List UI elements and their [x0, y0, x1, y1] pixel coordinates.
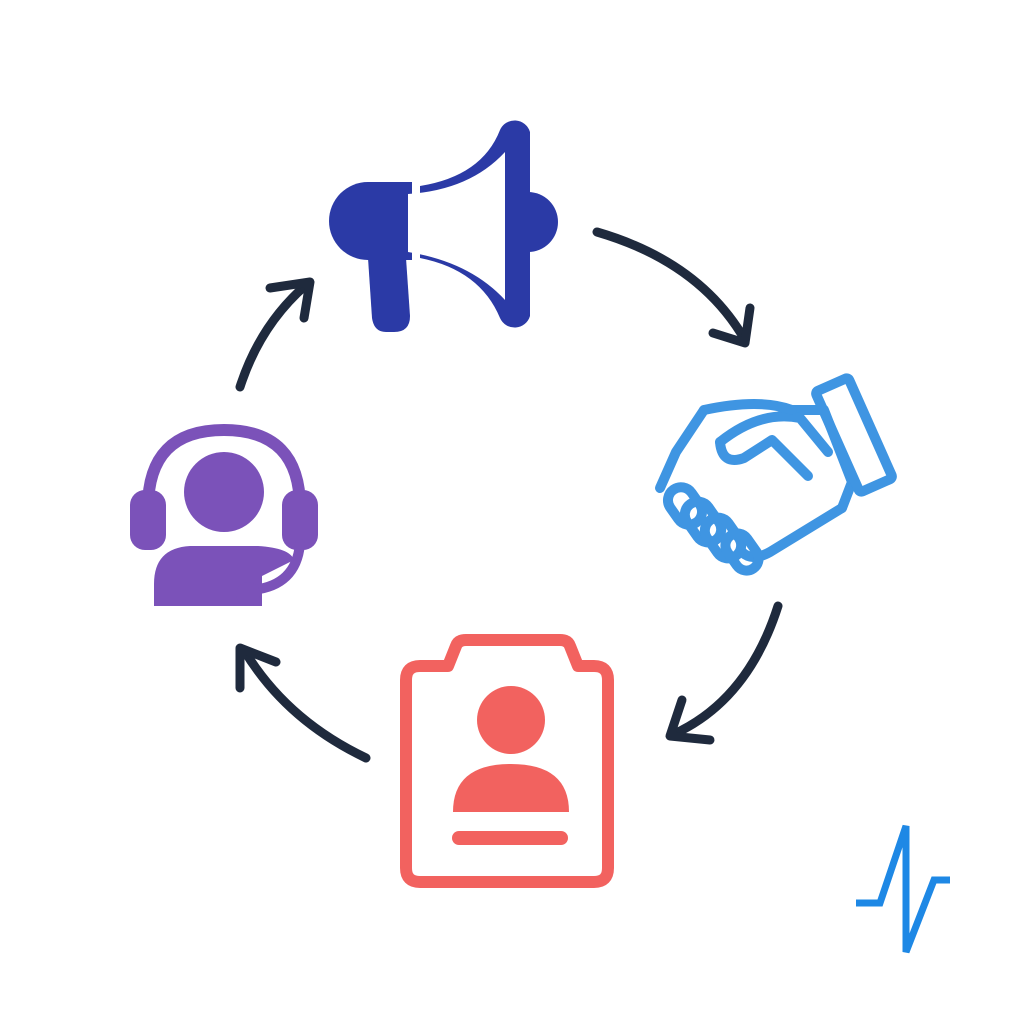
- headset-agent-icon: [130, 423, 318, 606]
- cycle-arrows: [235, 227, 783, 763]
- contact-card-icon: [400, 634, 614, 888]
- arrow-onboarding-to-support: [235, 643, 371, 763]
- arrow-support-to-marketing: [235, 277, 315, 392]
- zigzag-logo-icon: [856, 824, 950, 954]
- megaphone-icon: [329, 120, 558, 332]
- handshake-icon: [655, 373, 897, 576]
- arrow-sales-to-onboarding: [665, 601, 783, 745]
- arrow-marketing-to-sales: [592, 227, 755, 348]
